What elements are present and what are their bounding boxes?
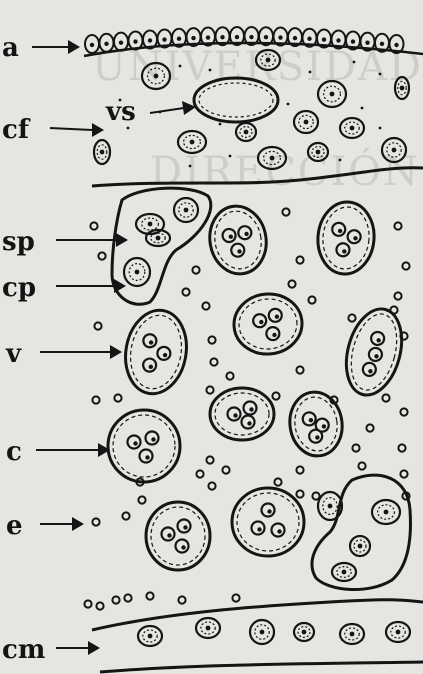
free-cell	[282, 208, 289, 215]
free-cell	[84, 600, 91, 607]
free-cell	[112, 596, 119, 603]
free-cell	[312, 492, 319, 499]
label-cf: cf	[2, 115, 31, 145]
free-cell	[92, 518, 99, 525]
arrow-e-head	[72, 517, 84, 531]
label-sp: sp	[2, 227, 35, 257]
free-cell	[96, 602, 103, 609]
free-cell	[390, 306, 397, 313]
label-v: v	[5, 339, 22, 369]
connective-tissue-nuclei	[94, 50, 410, 646]
cell-nucleus	[138, 626, 162, 646]
label-vs: vs	[105, 97, 136, 127]
free-cell	[114, 394, 121, 401]
free-cell	[124, 594, 131, 601]
free-cell	[206, 456, 213, 463]
cell-nucleus	[250, 620, 274, 644]
free-cell	[288, 280, 295, 287]
arrow-cf-line	[50, 128, 92, 130]
label-cm: cm	[2, 635, 45, 665]
free-cell	[308, 296, 315, 303]
free-cell	[296, 490, 303, 497]
cell-nucleus	[94, 140, 110, 164]
arrow-cf-head	[92, 123, 104, 137]
capillary	[205, 202, 272, 279]
free-cell	[210, 358, 217, 365]
free-cell	[398, 444, 405, 451]
cell-nucleus	[196, 618, 220, 638]
arrow-sp-head	[116, 233, 128, 247]
arrow-cp-head	[114, 279, 126, 293]
free-cell	[296, 466, 303, 473]
cell-nucleus	[294, 623, 314, 641]
free-cell	[222, 466, 229, 473]
free-cell	[394, 292, 401, 299]
arrow-vs-line	[150, 108, 184, 113]
label-e: e	[6, 511, 23, 541]
free-cell	[206, 386, 213, 393]
free-cell	[272, 392, 279, 399]
free-cell	[366, 424, 373, 431]
cell-nucleus	[350, 536, 370, 556]
label-a: a	[2, 33, 19, 63]
free-cell	[382, 394, 389, 401]
cell-nucleus	[174, 198, 198, 222]
cell-nucleus	[124, 258, 150, 286]
free-cell	[352, 444, 359, 451]
capillary	[108, 410, 180, 482]
muscle-boundary-line-top	[92, 600, 423, 630]
label-arrows	[32, 40, 196, 655]
free-cell	[92, 396, 99, 403]
free-cell	[402, 262, 409, 269]
free-cell	[274, 478, 281, 485]
capillary	[119, 305, 193, 398]
capillary	[232, 291, 305, 357]
free-cell	[394, 222, 401, 229]
free-cell	[178, 596, 185, 603]
free-cell	[232, 594, 239, 601]
free-cell	[400, 470, 407, 477]
free-cells	[84, 61, 409, 610]
free-cell	[146, 592, 153, 599]
free-cell	[400, 408, 407, 415]
muscle-boundary-line-bottom	[100, 662, 423, 672]
capillary-vessels	[108, 200, 411, 570]
free-cell	[122, 512, 129, 519]
label-cp: cp	[2, 273, 36, 303]
capillary	[315, 200, 377, 277]
free-cell	[296, 256, 303, 263]
free-cell	[196, 470, 203, 477]
label-c: c	[6, 437, 22, 467]
free-cell	[182, 288, 189, 295]
arrow-cm-head	[88, 641, 100, 655]
cell-nucleus	[372, 500, 400, 524]
free-cell	[226, 372, 233, 379]
free-cell	[98, 252, 105, 259]
arrow-a-head	[68, 40, 80, 54]
free-cell	[208, 482, 215, 489]
capillary	[146, 502, 210, 570]
cell-nucleus	[340, 624, 364, 644]
free-cell	[358, 462, 365, 469]
cell-nucleus	[340, 118, 364, 138]
free-cell	[296, 366, 303, 373]
free-cell	[138, 496, 145, 503]
cell-nucleus	[386, 622, 410, 642]
free-cell	[94, 322, 101, 329]
free-cell	[192, 266, 199, 273]
free-cell	[208, 336, 215, 343]
cell-nucleus	[236, 123, 256, 141]
free-cell	[348, 314, 355, 321]
cell-nucleus	[332, 563, 356, 581]
cell-nucleus	[294, 111, 318, 133]
arrow-v-head	[110, 345, 122, 359]
capillary	[232, 488, 304, 556]
capillary	[210, 388, 274, 440]
free-cell	[202, 302, 209, 309]
free-cell	[90, 222, 97, 229]
